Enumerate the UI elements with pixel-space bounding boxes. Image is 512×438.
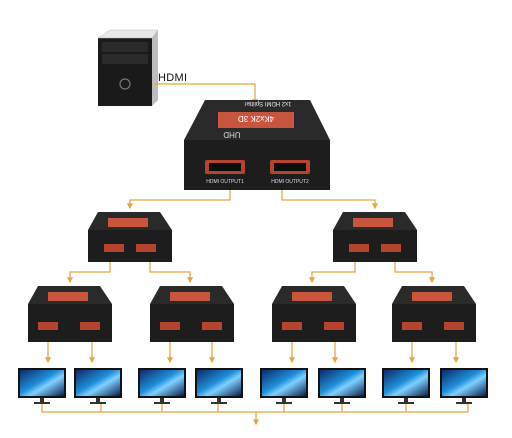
splitter-badge: 4Kx2K 3D bbox=[238, 114, 274, 123]
monitor-icon bbox=[382, 368, 430, 404]
desktop-computer-icon bbox=[97, 29, 159, 106]
monitor-icon bbox=[260, 368, 308, 404]
monitor-icon bbox=[74, 368, 122, 404]
port-2-label: HDMI OUTPUT2 bbox=[271, 179, 309, 185]
splitter-level2-right bbox=[333, 212, 417, 262]
monitor-icon bbox=[18, 368, 66, 404]
hdmi-label: HDMI bbox=[158, 72, 188, 84]
monitor-icon bbox=[195, 368, 243, 404]
splitter-level3-1 bbox=[28, 286, 112, 342]
main-splitter: 4Kx2K 3D 1x2 HDMI Splitter UHD HDMI OUTP… bbox=[184, 100, 330, 190]
monitor-icon bbox=[138, 368, 186, 404]
splitter-brand: UHD bbox=[223, 130, 241, 139]
splitter-level3-2 bbox=[150, 286, 234, 342]
monitor-icon bbox=[440, 368, 488, 404]
monitor-icon bbox=[318, 368, 366, 404]
connector-lines bbox=[41, 83, 469, 426]
splitter-level3-3 bbox=[272, 286, 356, 342]
splitter-top-label: 1x2 HDMI Splitter bbox=[244, 100, 291, 106]
splitter-level3-4 bbox=[392, 286, 476, 342]
port-1-label: HDMI OUTPUT1 bbox=[206, 179, 244, 185]
splitter-level2-left bbox=[88, 212, 172, 262]
